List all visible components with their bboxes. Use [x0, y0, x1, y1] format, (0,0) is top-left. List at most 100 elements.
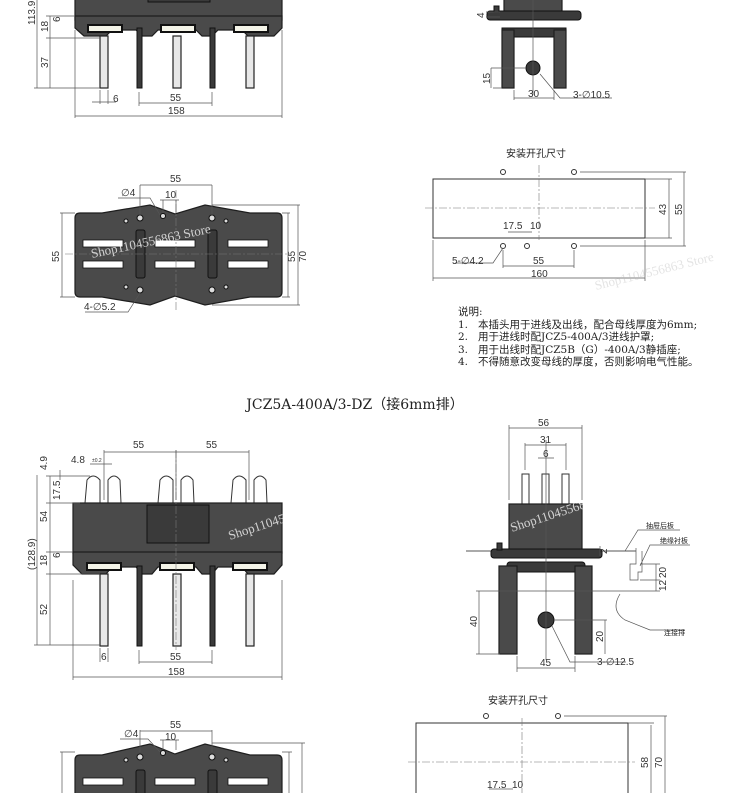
side-body [508, 503, 583, 553]
dim-55: 55 [674, 203, 685, 215]
dim-6: 6 [52, 552, 63, 558]
guide-pin [209, 565, 216, 647]
busbar-pin [99, 573, 109, 647]
dim-pitch-left: 55 [133, 440, 145, 451]
dim-10: 10 [530, 221, 542, 232]
note-number: 2. [458, 331, 469, 343]
note-number: 3. [458, 343, 469, 356]
dim-pin-width: 6 [101, 652, 107, 663]
dim-2: 2 [599, 548, 610, 554]
dim-tolerance: ±0.2 [92, 458, 102, 464]
dim-4-9: 4.9 [39, 456, 50, 470]
dim-height-total: 113.9 [27, 0, 38, 25]
dim-hole: 3-∅10.5 [573, 90, 611, 101]
guide-slot [207, 769, 218, 793]
guide-pin [209, 27, 216, 89]
dim-55-top: 55 [170, 174, 182, 185]
dim-58: 58 [640, 756, 651, 768]
dim-pitch: 55 [170, 93, 182, 104]
dim-band: 18 [39, 554, 50, 566]
dim-pin-length: 37 [40, 56, 51, 68]
contact-fingers [84, 475, 268, 504]
cutout-holes [500, 169, 577, 249]
busbar-slot [159, 562, 195, 571]
dim-17-5: 17.5 [503, 221, 523, 232]
side-leg [553, 29, 567, 89]
note-text: 用于出线时配JCZ5B（G）-400A/3静插座; [478, 343, 681, 356]
notes-heading: 说明: [458, 306, 483, 318]
dim-70: 70 [298, 250, 309, 262]
section1-front-view: 113.9 18 6 37 6 55 158 [27, 0, 283, 118]
busbar-slot [86, 562, 122, 571]
dim-54: 54 [39, 510, 50, 522]
dim-dia-4: ∅4 [121, 188, 136, 199]
cutout-holes [483, 713, 561, 719]
dim-20-plate: 20 [658, 566, 669, 578]
label-connecting-bar: 连接排 [664, 628, 685, 637]
side-leg [574, 565, 593, 655]
section2-front-view: 55 55 4.8 ±0.2 4.9 17.5 54 (128.9) 18 6 … [27, 440, 283, 680]
dim-4: 4 [476, 12, 487, 18]
dim-pin-length: 52 [39, 603, 50, 615]
housing-window [147, 0, 211, 3]
dim-finger-width: 4.8 [71, 455, 85, 466]
dim-17-5: 17.5 [487, 780, 507, 791]
section2-top-view: 55 ∅4 10 [60, 720, 305, 793]
contact-fingers [521, 473, 570, 505]
note-item: 4. 不得随意改变母线的厚度，否则影响电气性能。 [458, 356, 699, 369]
note-text: 不得随意改变母线的厚度，否则影响电气性能。 [478, 356, 699, 368]
side-latch [496, 542, 503, 551]
dim-6: 6 [52, 16, 63, 22]
dim-6: 6 [543, 449, 549, 460]
busbar-pin [172, 35, 182, 89]
dim-40: 40 [469, 615, 480, 627]
dim-160: 160 [531, 269, 548, 280]
dim-dia-4: ∅4 [124, 729, 139, 740]
side-leg [501, 29, 515, 89]
notes: 说明: 1. 本插头用于进线及出线，配合母线厚度为6mm; 2.用于进线时配JCZ… [458, 306, 699, 369]
top-housing [74, 743, 283, 793]
busbar-pin [245, 573, 255, 647]
busbar-pin [172, 573, 182, 647]
watermark: Shop1104556863 Store [593, 249, 715, 293]
top-slots [82, 777, 269, 786]
section2-cutout: 安装开孔尺寸 58 70 17.5 10 [408, 694, 667, 793]
side-latch [493, 5, 500, 13]
section-title: JCZ5A-400A/3-DZ（接6mm排） [246, 397, 464, 413]
top-slots [82, 239, 269, 269]
dim-pitch-right: 55 [206, 440, 218, 451]
mount-holes [123, 750, 229, 763]
label-drawer-back-plate: 抽屉后板 [646, 521, 674, 530]
dim-45: 45 [540, 658, 552, 669]
dim-15: 15 [482, 72, 493, 84]
dim-55-right: 55 [287, 250, 298, 262]
section1-cutout: 安装开孔尺寸 43 55 17.5 10 5-∅4.2 55 160 [425, 147, 686, 281]
busbar-slot [232, 562, 268, 571]
note-number: 1. [458, 318, 469, 331]
dim-band: 18 [40, 20, 51, 32]
guide-slot [135, 769, 146, 793]
dim-20-hole: 20 [595, 630, 606, 642]
busbar-slot [87, 24, 123, 33]
note-item: 2.用于进线时配JCZ5-400A/3进线护罩; [458, 331, 699, 344]
side-flange [490, 548, 603, 559]
top-housing [74, 204, 283, 306]
dim-55-top: 55 [170, 720, 182, 731]
cutout-title: 安装开孔尺寸 [506, 147, 566, 160]
guide-pin [136, 565, 143, 647]
note-item: 3. 用于出线时配JCZ5B（G）-400A/3静插座; [458, 344, 699, 357]
side-flange [486, 10, 582, 21]
dim-hole: 3-∅12.5 [597, 657, 635, 668]
note-number: 4. [458, 356, 469, 368]
busbar-slot [233, 24, 269, 33]
guide-pin [136, 27, 143, 89]
mount-holes [123, 213, 229, 294]
dim-12: 12 [658, 579, 669, 591]
side-leg [498, 565, 518, 655]
dim-31: 31 [540, 435, 552, 446]
note-text: 本插头用于进线及出线，配合母线厚度为6mm; [478, 318, 698, 331]
dim-5-holes: 5-∅4.2 [452, 256, 484, 267]
section1-top-view: 55 ∅4 10 55 55 70 4-∅5.2 [51, 174, 309, 313]
dim-width: 158 [168, 106, 185, 117]
